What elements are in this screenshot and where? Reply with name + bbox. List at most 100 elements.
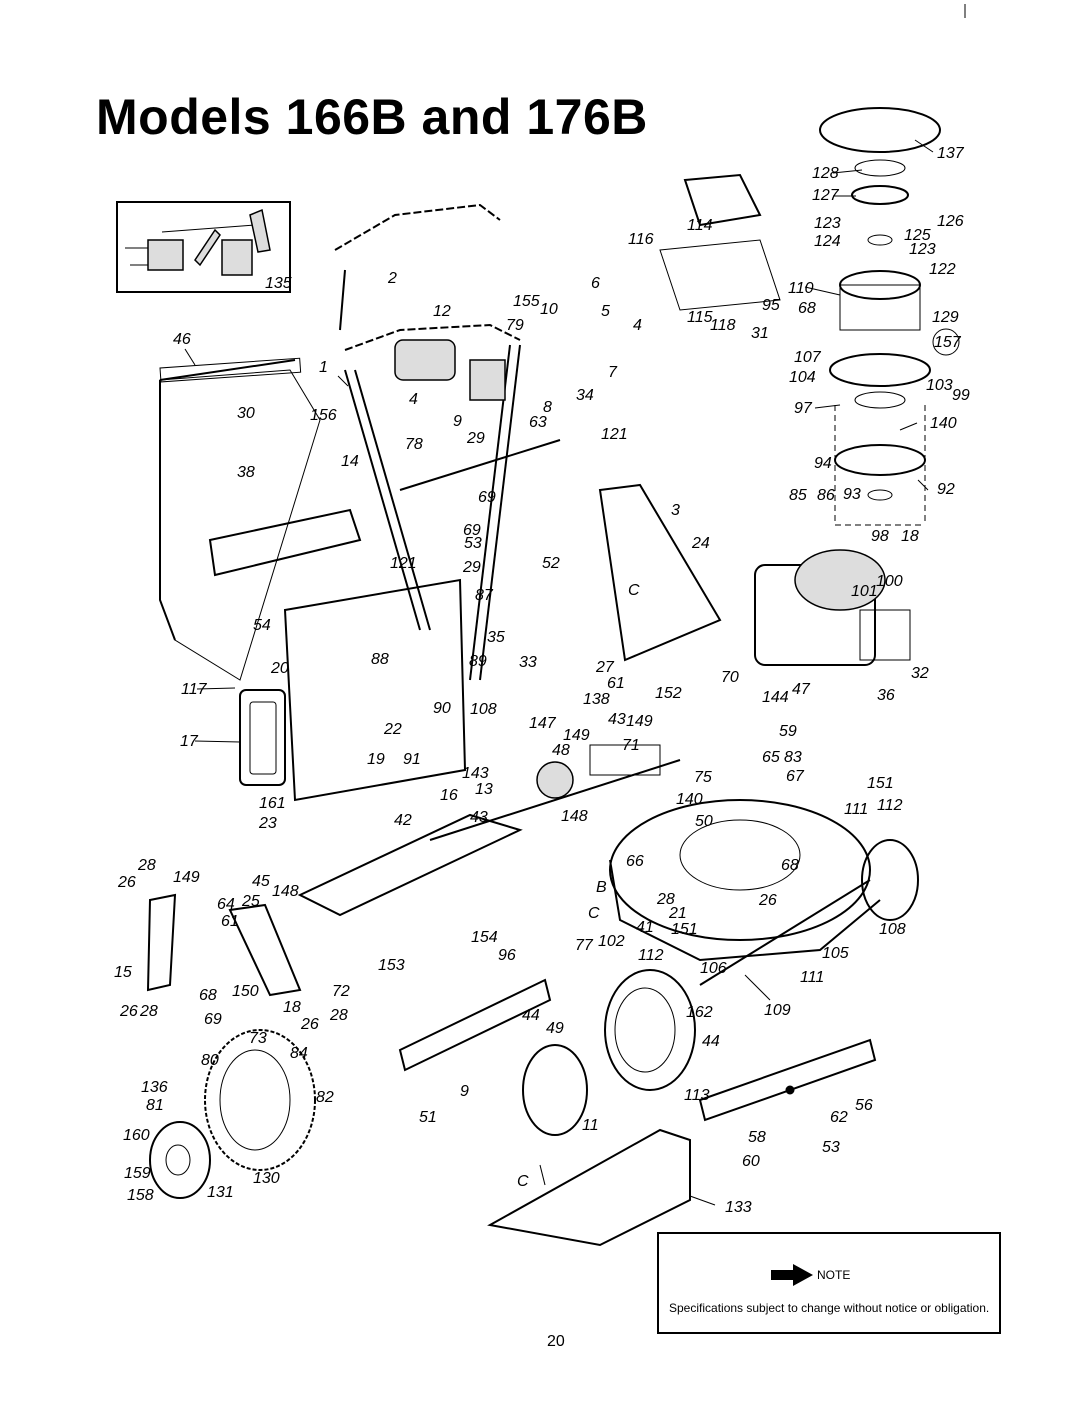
callout-label: 4: [409, 391, 418, 408]
callout-label: 1: [319, 359, 328, 376]
callout-label: 61: [221, 913, 239, 930]
callout-label: 85: [789, 487, 807, 504]
callout-label: 86: [817, 487, 835, 504]
callout-label: 9: [453, 413, 462, 430]
callout-label: 111: [844, 801, 868, 818]
callout-label: 31: [751, 325, 769, 342]
height-adjust-bracket: [146, 893, 302, 997]
note-box: NOTE Specifications subject to change wi…: [657, 1232, 1001, 1334]
callout-label: 107: [794, 349, 822, 366]
callout-label: 99: [952, 387, 970, 404]
callout-label: 105: [822, 945, 849, 962]
callout-label: 72: [332, 983, 350, 1000]
callout-label: 44: [522, 1007, 540, 1024]
callout-label: 52: [542, 555, 560, 572]
callout-label: 109: [764, 1002, 791, 1019]
callout-label: 89: [469, 653, 487, 670]
callout-label: 71: [622, 737, 640, 754]
callout-label: 34: [576, 387, 594, 404]
page-title: Models 166B and 176B: [96, 89, 648, 145]
callout-label: 22: [383, 721, 402, 738]
callout-label: 67: [786, 768, 805, 785]
callout-label: 82: [316, 1089, 334, 1106]
callout-label: 148: [561, 808, 588, 825]
callout-label: 152: [655, 685, 682, 702]
mower-deck: [609, 799, 881, 962]
callout-label: 18: [901, 528, 919, 545]
callout-label: 151: [867, 775, 894, 792]
callout-label: 10: [540, 301, 558, 318]
callout-label: 135: [265, 275, 292, 292]
callout-label: 51: [419, 1109, 437, 1126]
callout-label: 38: [237, 464, 255, 481]
callout-label: 116: [628, 231, 654, 248]
callout-label: 32: [911, 665, 929, 682]
callout-label: 43: [608, 711, 626, 728]
callout-label: 149: [563, 727, 590, 744]
callout-label: 84: [290, 1045, 308, 1062]
callout-label: 69: [463, 522, 481, 539]
callout-label: 68: [781, 857, 799, 874]
page-number: 20: [547, 1333, 565, 1350]
callout-label: 96: [498, 947, 516, 964]
callout-label: 81: [146, 1097, 164, 1114]
callout-label: 28: [137, 857, 156, 874]
callout-label: 14: [341, 453, 359, 470]
callout-label: 20: [270, 660, 289, 677]
callout-label: 25: [241, 893, 260, 910]
rear-gear-wheel: [149, 1029, 316, 1199]
callout-label: 19: [367, 751, 385, 768]
callout-label: 153: [378, 957, 405, 974]
callout-label: 5: [601, 303, 610, 320]
callout-label: 63: [529, 414, 547, 431]
callout-label: 124: [814, 233, 841, 250]
callout-label: 29: [466, 430, 485, 447]
callout-label: 149: [626, 713, 653, 730]
callout-label: 28: [329, 1007, 348, 1024]
lower-baffle: [297, 813, 552, 1072]
engine: [754, 549, 911, 666]
callout-label: 92: [937, 481, 955, 498]
callout-label: 53: [822, 1139, 840, 1156]
callout-label: 73: [249, 1030, 267, 1047]
callout-label: 127: [812, 187, 840, 204]
callout-label: 65: [762, 749, 780, 766]
callout-label: 6: [591, 275, 600, 292]
callout-label: 121: [390, 555, 417, 572]
callout-label: C: [628, 582, 640, 599]
callout-label: 58: [748, 1129, 766, 1146]
callout-label: 140: [930, 415, 957, 432]
inset-box: 135: [116, 201, 292, 293]
callout-label: 75: [694, 769, 712, 786]
callout-label: 46: [173, 331, 191, 348]
callout-label: C: [588, 905, 600, 922]
callout-label: 115: [687, 309, 713, 326]
callout-label: 18: [283, 999, 301, 1016]
callout-label: 48: [552, 742, 570, 759]
callout-label: 155: [513, 293, 540, 310]
callout-label: 47: [792, 681, 811, 698]
callout-label: 111: [800, 969, 824, 986]
callout-label: 78: [405, 436, 423, 453]
callout-label: 45: [252, 873, 270, 890]
callout-label: 35: [487, 629, 505, 646]
callout-label: 129: [932, 309, 959, 326]
callout-label: 77: [575, 937, 594, 954]
callout-label: 113: [684, 1087, 710, 1104]
blade: [698, 1038, 877, 1122]
callout-label: 143: [462, 765, 489, 782]
callout-label: 62: [830, 1109, 848, 1126]
callout-label: 122: [929, 261, 956, 278]
callout-label: 27: [595, 659, 615, 676]
callout-label: 42: [394, 812, 412, 829]
callout-label: 102: [598, 933, 625, 950]
callout-label: 17: [180, 733, 199, 750]
callout-label: 97: [794, 400, 813, 417]
callout-label: 136: [141, 1079, 168, 1096]
callout-label: 140: [676, 791, 703, 808]
callout-label: 80: [201, 1052, 219, 1069]
callout-label: 121: [601, 426, 628, 443]
callout-label: 137: [937, 145, 965, 162]
front-wheel: [522, 839, 919, 1136]
callout-label: 36: [877, 687, 895, 704]
